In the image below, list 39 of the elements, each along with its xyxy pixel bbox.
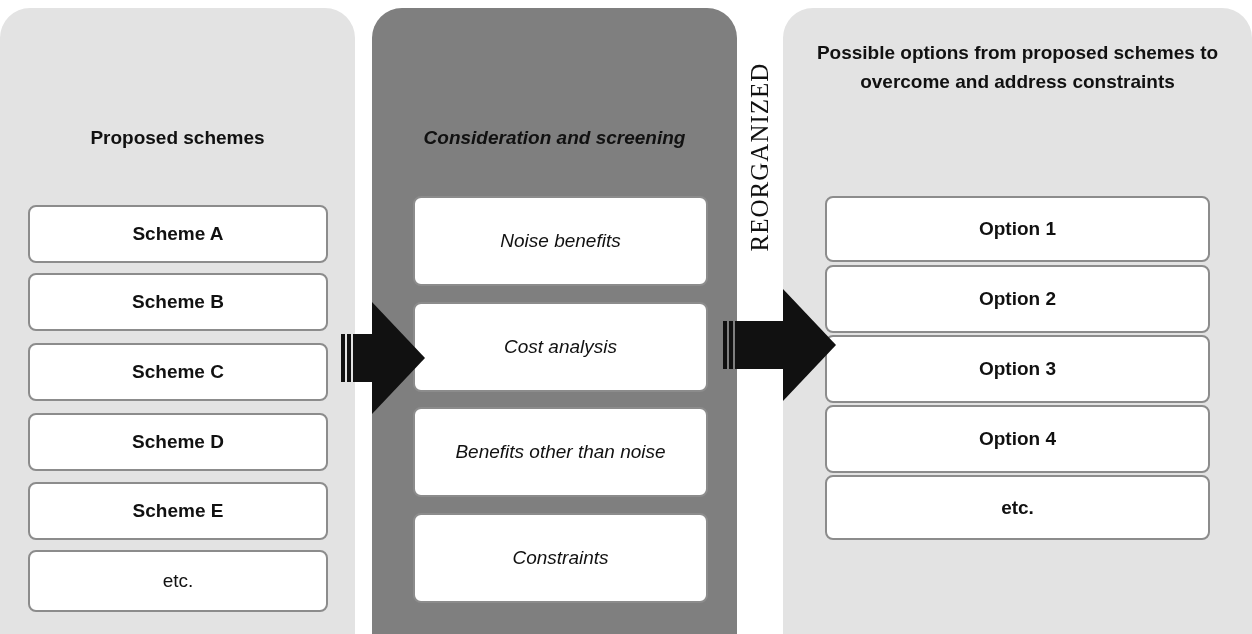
item-box xyxy=(825,196,1210,262)
item-text: Option 1 xyxy=(977,217,1058,241)
block-arrow xyxy=(355,302,425,414)
block-arrow xyxy=(737,289,836,401)
item-box xyxy=(28,343,328,401)
panel-heading: Proposed schemes xyxy=(89,126,266,150)
item-box xyxy=(825,405,1210,473)
item-box xyxy=(413,407,708,497)
item-text: Option 4 xyxy=(977,427,1058,451)
item-box xyxy=(28,273,328,331)
column-panel xyxy=(783,8,1252,634)
item-text: Scheme C xyxy=(131,360,225,384)
item-text: Cost analysis xyxy=(503,335,618,359)
item-text: Noise benefits xyxy=(499,229,622,253)
item-box xyxy=(413,302,708,392)
item-box xyxy=(28,550,328,612)
column-panel xyxy=(0,8,355,634)
item-box xyxy=(28,413,328,471)
item-text: Option 2 xyxy=(977,287,1058,311)
item-text: Scheme E xyxy=(131,499,225,523)
panel-heading: Consideration and screening xyxy=(422,126,687,150)
column-panel xyxy=(372,8,737,634)
edge-label: REORGANIZED xyxy=(745,62,774,252)
item-box xyxy=(825,265,1210,333)
item-text: Benefits other than noise xyxy=(454,440,667,464)
item-text: etc. xyxy=(161,569,195,593)
item-text: Scheme B xyxy=(131,290,225,314)
item-box xyxy=(825,335,1210,403)
item-box xyxy=(28,482,328,540)
item-text: Scheme A xyxy=(131,222,225,246)
item-box xyxy=(413,196,708,286)
item-text: Constraints xyxy=(511,546,610,570)
panel-heading: Possible options from proposed schemes to overcome and address constraints xyxy=(815,41,1220,94)
item-text: Scheme D xyxy=(131,430,225,454)
item-box xyxy=(413,513,708,603)
item-box xyxy=(28,205,328,263)
item-text: Option 3 xyxy=(977,357,1058,381)
item-box xyxy=(825,475,1210,540)
item-text: etc. xyxy=(1000,495,1035,520)
